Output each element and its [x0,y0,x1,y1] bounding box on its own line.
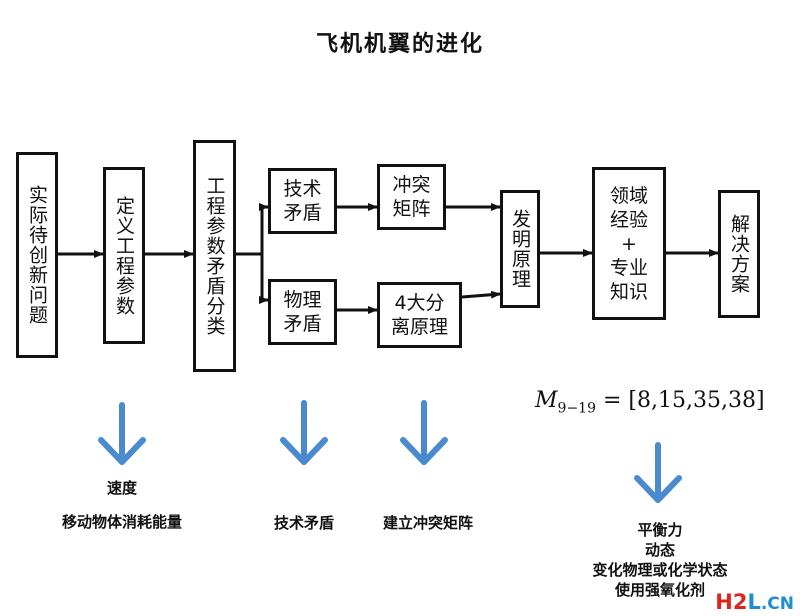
caption-line: 平衡力 [637,521,683,539]
box-line: 矛盾 [283,313,322,335]
formula-subscript: 9−19 [557,400,596,417]
watermark-l: L [747,590,761,614]
caption-technical-contradiction: 技术矛盾 [274,513,334,533]
down-arrow-speed [98,402,146,465]
box-define-parameters: 定义工程参数 [103,167,145,344]
box-classify-contradictions: 工程参数矛盾分类 [193,140,236,372]
caption-principles: 平衡力 动态 变化物理或化学状态 使用强氧化剂 [592,520,727,600]
watermark-h2: H2 [715,590,748,614]
box-line: 经验 [609,208,648,231]
box-line: 物理 [283,289,322,311]
down-arrow-principles [634,442,682,503]
box-technical-contradiction: 技术 矛盾 [268,168,337,234]
diagram-title: 飞机机翼的进化 [315,32,484,57]
box-line: 4大分 [394,292,445,314]
caption-line: 变化物理或化学状态 [592,561,728,579]
box-actual-problem: 实际待创新问题 [16,152,58,358]
box-line: 知识 [609,280,648,303]
down-arrow-tech [280,400,328,465]
box-conflict-matrix: 冲突 矩阵 [377,164,446,230]
box-line: 矩阵 [392,198,431,220]
caption-build-matrix: 建立冲突矩阵 [383,513,473,533]
box-inventive-principles: 发明原理 [500,190,540,308]
box-domain-knowledge: 领域 经验 + 专业 知识 [592,167,666,320]
box-line: 离原理 [390,316,448,338]
box-line: 技术 [283,178,322,200]
box-separation-principles: 4大分 离原理 [377,282,462,348]
caption-line: 使用强氧化剂 [614,581,706,599]
caption-line: 技术矛盾 [273,514,335,532]
caption-line: 移动物体消耗能量 [61,513,183,531]
caption-line: 建立冲突矩阵 [382,514,474,532]
formula-rhs: = [8,15,35,38] [602,388,765,413]
box-line: + [621,232,637,255]
watermark-cn: .CN [760,594,794,614]
matrix-formula: M9−19 = [8,15,35,38] [535,388,765,416]
caption-speed: 速度 移动物体消耗能量 [62,478,182,532]
box-solution: 解决方案 [718,190,760,318]
caption-line: 速度 [106,479,138,497]
formula-symbol: M [535,388,558,413]
down-arrow-matrix [400,400,448,465]
box-physical-contradiction: 物理 矛盾 [268,279,337,345]
box-line: 矛盾 [283,202,322,224]
box-line: 专业 [609,256,648,279]
box-line: 冲突 [392,174,431,196]
caption-line: 动态 [644,541,676,559]
arrow-separation-to-principles [461,290,501,299]
watermark-logo: H2L.CN [715,590,794,614]
box-line: 领域 [609,184,648,207]
